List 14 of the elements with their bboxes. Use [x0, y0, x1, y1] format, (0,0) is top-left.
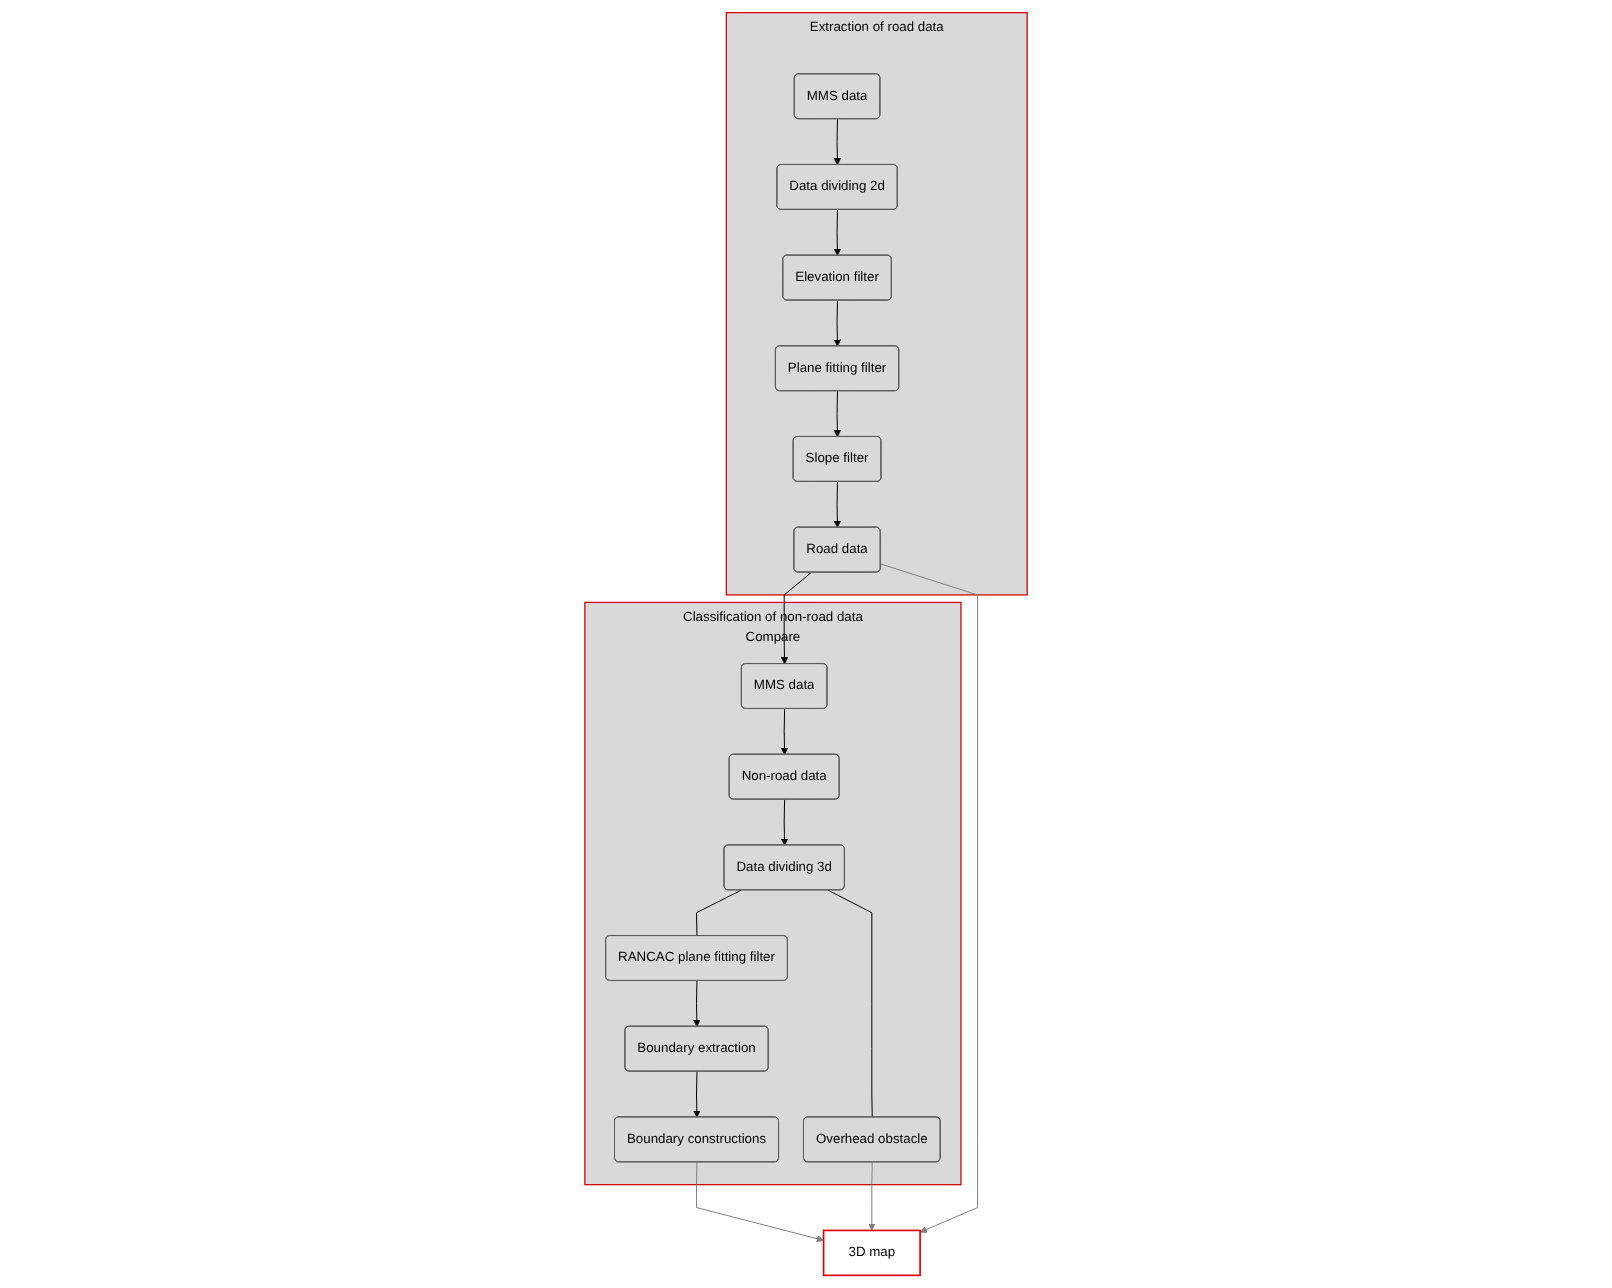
arrow	[833, 390, 841, 438]
arrow	[780, 799, 789, 846]
arrow	[880, 563, 979, 1233]
arrow	[693, 1071, 701, 1118]
arrow	[696, 1161, 824, 1243]
connector	[696, 889, 742, 937]
arrow	[693, 980, 701, 1027]
arrow	[780, 708, 789, 755]
arrow	[833, 481, 841, 528]
arrow	[868, 1161, 876, 1231]
arrow	[833, 118, 841, 166]
arrow	[833, 299, 841, 347]
arrow	[833, 209, 841, 256]
connector	[827, 889, 873, 1118]
